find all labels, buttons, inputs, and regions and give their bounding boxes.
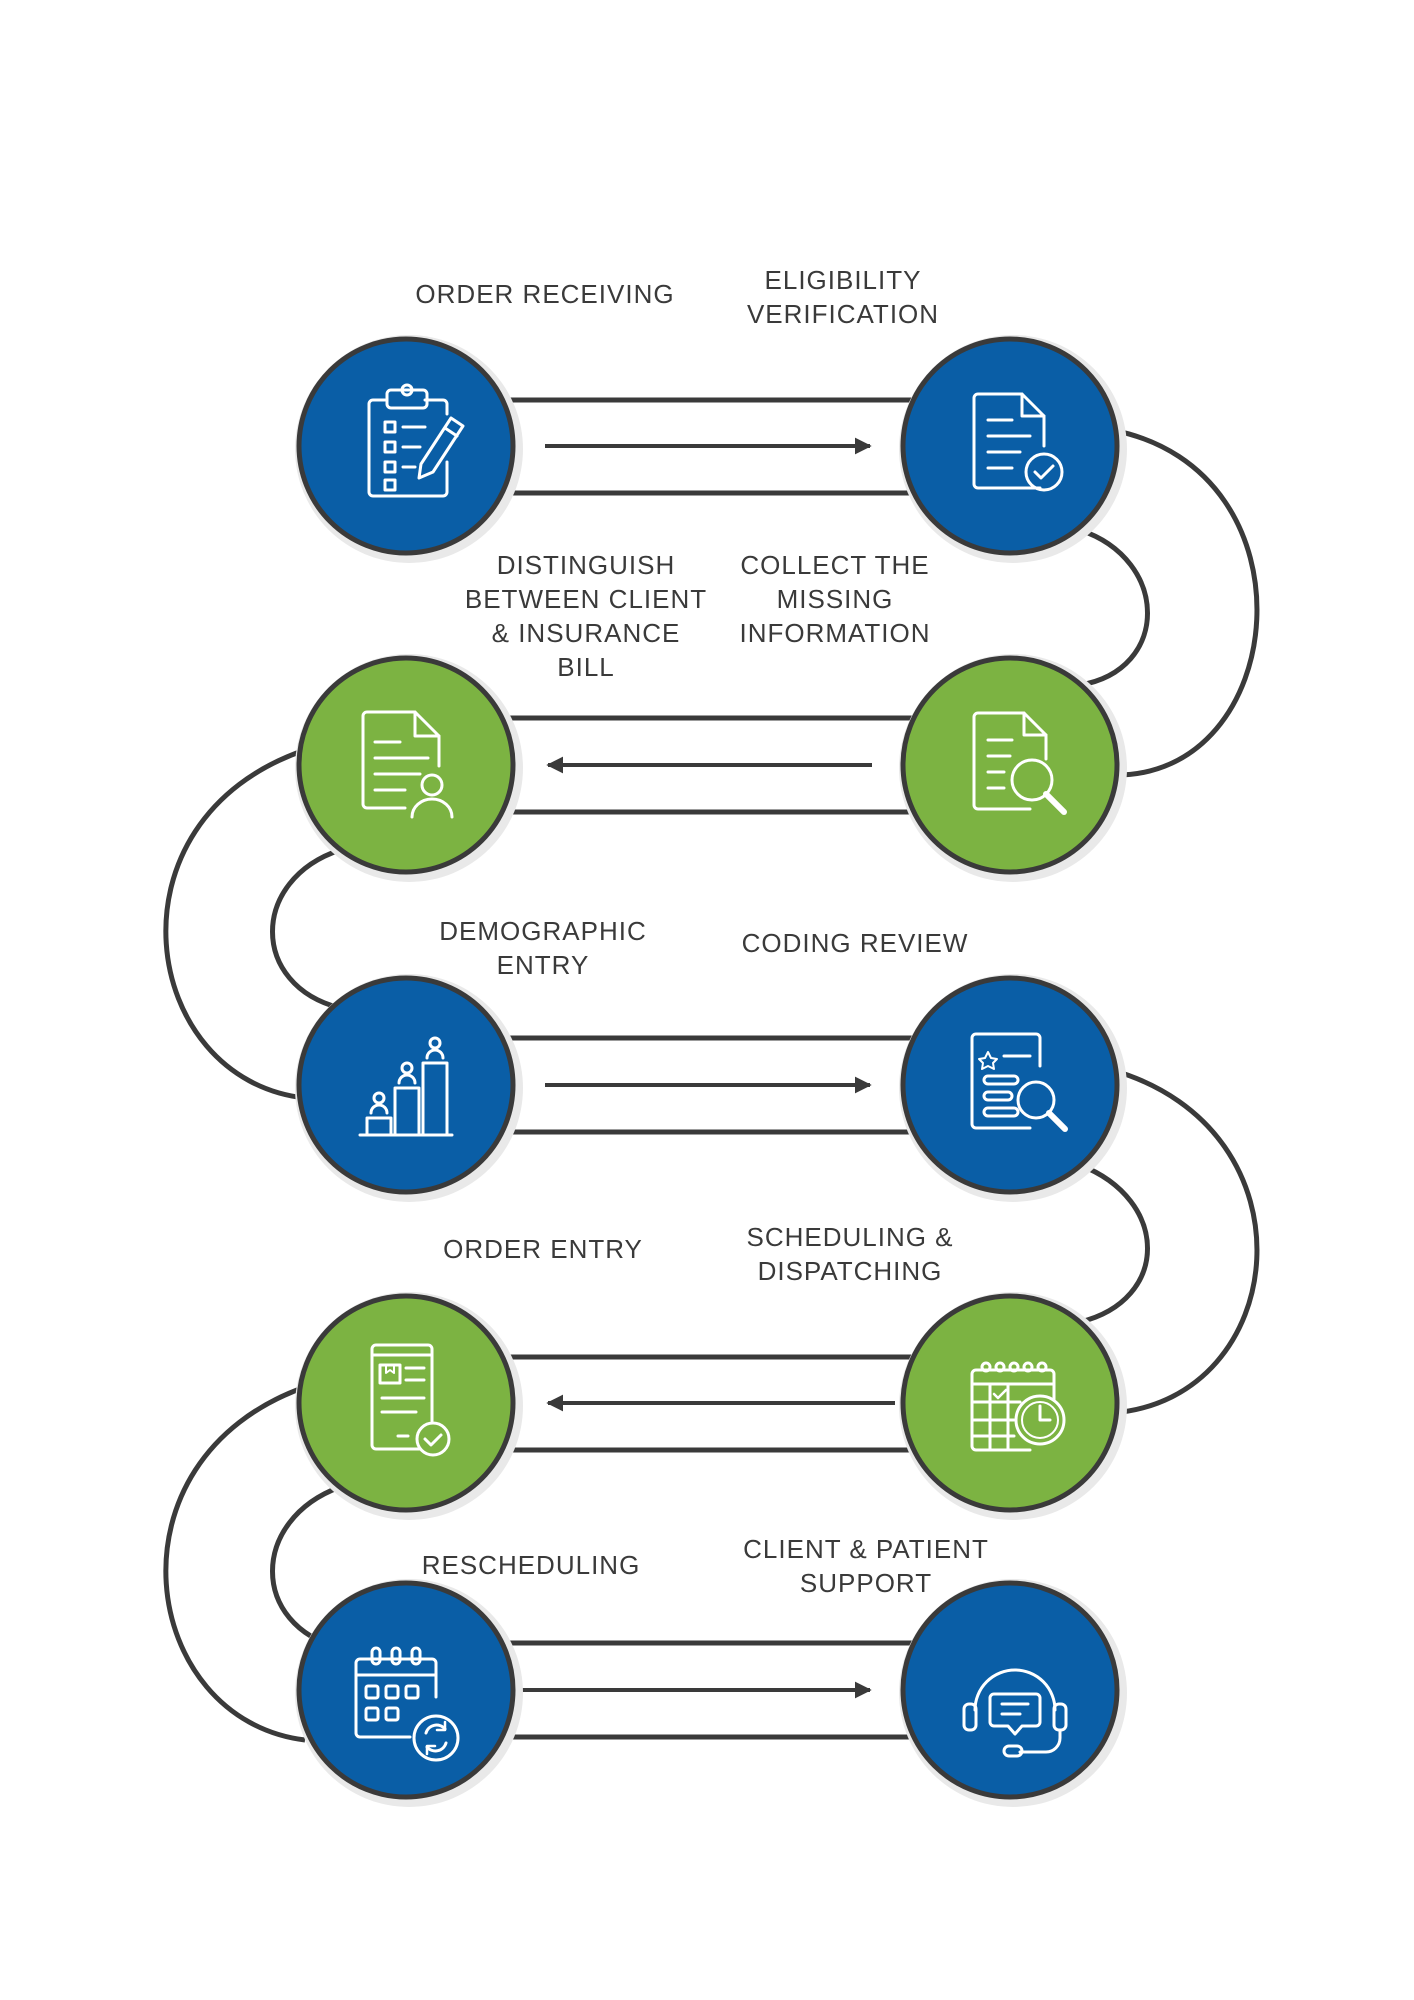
step-label-eligibility: ELIGIBILITY VERIFICATION — [746, 265, 940, 329]
circle-demographic-entry — [296, 975, 516, 1195]
loop-inner-right-1 — [1079, 527, 1150, 688]
step-label-order-entry: ORDER ENTRY — [443, 1234, 643, 1264]
loop-outer-left-1 — [163, 747, 306, 1101]
circle-order-entry — [296, 1293, 516, 1513]
step-circles — [295, 335, 1127, 1807]
calendar-clock-icon — [970, 1361, 1066, 1452]
step-label-rescheduling: RESCHEDULING — [421, 1550, 641, 1580]
step-label-scheduling-dispatch: SCHEDULING & DISPATCHING — [746, 1222, 954, 1286]
document-search-icon — [972, 711, 1067, 815]
document-review-search-icon — [970, 1032, 1068, 1132]
calendar-refresh-icon — [354, 1646, 460, 1762]
order-document-check-icon — [370, 1343, 451, 1457]
headset-chat-icon — [962, 1668, 1068, 1758]
document-check-icon — [972, 392, 1064, 492]
circle-collect-missing — [900, 655, 1120, 875]
loop-inner-left-2 — [270, 1484, 341, 1651]
step-label-distinguish-bill: DISTINGUISH BETWEEN CLIENT & INSURANCE B… — [464, 550, 708, 682]
clipboard-checklist-icon — [367, 383, 465, 498]
document-user-icon — [361, 710, 454, 819]
circle-eligibility — [900, 336, 1120, 556]
direction-arrows — [522, 437, 895, 1699]
demographic-chart-icon — [358, 1036, 454, 1137]
loop-outer-right-1 — [1111, 427, 1260, 778]
loop-outer-right-2 — [1111, 1067, 1260, 1416]
loop-inner-left-1 — [270, 847, 341, 1011]
step-label-collect-missing: COLLECT THE MISSING INFORMATION — [739, 550, 931, 648]
loop-inner-right-2 — [1079, 1162, 1150, 1325]
loop-outer-left-2 — [163, 1384, 306, 1743]
step-label-demographic-entry: DEMOGRAPHIC ENTRY — [439, 916, 647, 980]
step-label-client-patient-support: CLIENT & PATIENT SUPPORT — [743, 1534, 989, 1598]
step-label-order-receiving: ORDER RECEIVING — [415, 279, 675, 309]
connector-loops — [163, 427, 1260, 1743]
icons — [354, 383, 1068, 1762]
circle-client-patient-support — [900, 1580, 1120, 1800]
circle-distinguish-bill — [296, 655, 516, 875]
step-label-coding-review: CODING REVIEW — [741, 928, 969, 958]
